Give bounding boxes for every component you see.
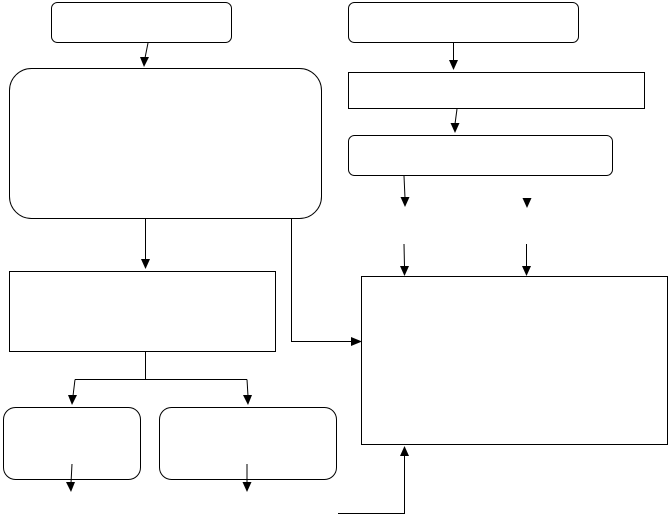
arrowhead-icon xyxy=(450,123,460,133)
arrowhead-icon xyxy=(68,395,77,405)
connector-right-third-out-a xyxy=(400,175,410,207)
arrowhead-icon xyxy=(400,197,410,207)
node-left-mid xyxy=(9,271,276,352)
node-right-big xyxy=(361,276,668,445)
arrowhead-icon xyxy=(141,259,150,269)
connector-right-third-out-b xyxy=(522,198,532,208)
arrowhead-icon xyxy=(522,198,532,208)
node-left-bottom-a xyxy=(3,407,141,480)
connector-in-b-to-right-big xyxy=(522,244,531,276)
arrowhead-icon xyxy=(522,266,531,276)
arrowhead-icon xyxy=(66,482,75,492)
arrowhead-icon xyxy=(400,266,409,276)
connector-bottom-to-right-big xyxy=(338,446,409,514)
node-left-bottom-b xyxy=(159,407,337,480)
arrowhead-icon xyxy=(243,395,252,405)
arrowhead-icon xyxy=(400,446,409,456)
node-right-top xyxy=(348,2,579,43)
node-right-third xyxy=(348,135,613,176)
node-left-top xyxy=(51,2,232,43)
arrowhead-icon xyxy=(242,482,252,492)
arrowhead-icon xyxy=(351,337,362,346)
connector-in-a-to-right-big xyxy=(400,243,409,276)
connector-left-mid-split xyxy=(68,352,252,405)
connector-right-second-to-right-third xyxy=(450,108,460,133)
arrowhead-icon xyxy=(140,57,149,67)
connector-left-top-to-left-big xyxy=(140,42,149,67)
connector-right-top-to-right-second xyxy=(449,43,458,70)
connector-left-big-to-right-big xyxy=(291,219,362,346)
connector-left-big-to-left-mid xyxy=(141,219,150,269)
arrowhead-icon xyxy=(449,60,458,70)
connector-left-bottom-a-out xyxy=(66,463,75,492)
connector-left-bottom-b-out xyxy=(242,464,252,492)
node-right-second xyxy=(348,72,645,109)
node-left-big xyxy=(9,68,322,219)
